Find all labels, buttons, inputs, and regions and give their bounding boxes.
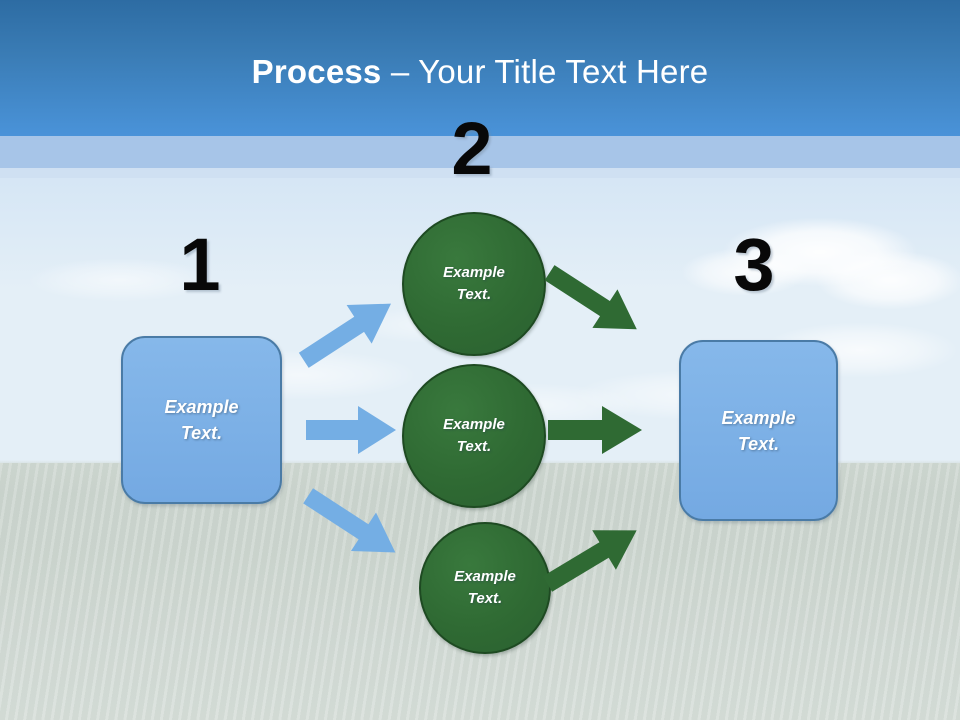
process-start-box-label: Example Text. — [164, 397, 239, 443]
process-end-box[interactable]: Example Text. — [679, 340, 838, 521]
header-stripe — [0, 136, 960, 168]
page-title-bold: Process — [251, 53, 382, 90]
process-branch-circle-2-label: Example Text. — [443, 416, 505, 455]
page-title-rest: – Your Title Text Here — [381, 53, 709, 90]
process-end-box-label: Example Text. — [721, 407, 796, 454]
process-branch-circle-3-label: Example Text. — [454, 568, 516, 607]
arrow-down-right-icon — [540, 265, 652, 362]
process-branch-circle-1[interactable]: Example Text. — [402, 212, 546, 356]
arrow-right-icon — [306, 400, 398, 460]
step-number-2: 2 — [451, 107, 493, 190]
step-number-3: 3 — [733, 223, 775, 306]
arrow-down-right-icon — [298, 488, 410, 582]
page-title: Process – Your Title Text Here — [0, 52, 960, 92]
arrow-up-right-icon — [540, 500, 652, 592]
step-number-1: 1 — [179, 223, 221, 306]
process-start-box[interactable]: Example Text. — [121, 336, 282, 504]
process-branch-circle-2[interactable]: Example Text. — [402, 364, 546, 508]
process-branch-circle-1-label: Example Text. — [443, 264, 505, 303]
header-band — [0, 0, 960, 136]
arrow-up-right-icon — [296, 274, 406, 368]
arrow-right-icon — [548, 400, 644, 460]
process-branch-circle-3[interactable]: Example Text. — [419, 522, 551, 654]
header-stripe-secondary — [0, 168, 960, 178]
